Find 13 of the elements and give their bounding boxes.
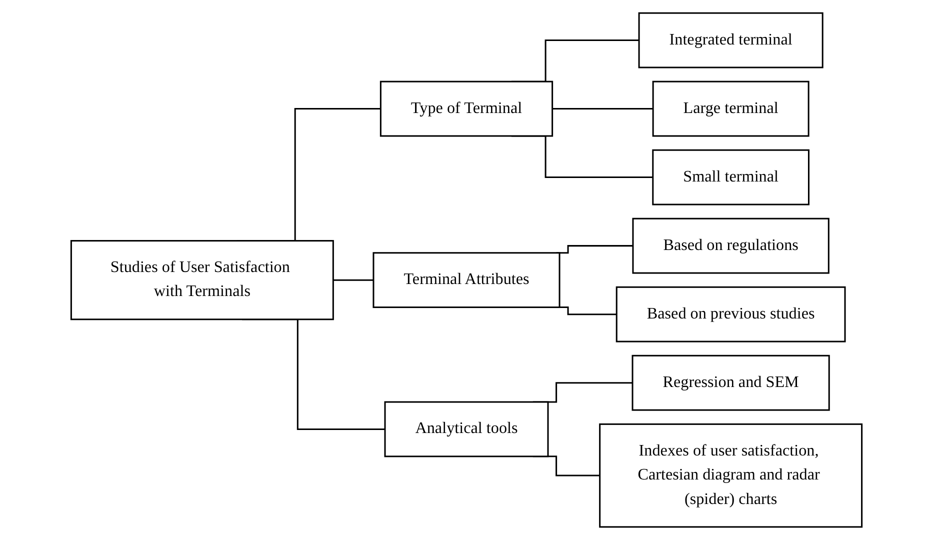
connector (552, 108, 654, 110)
node-box: Studies of User Satisfaction with Terminals (70, 240, 334, 320)
connector (333, 278, 374, 280)
node-box: Regression and SEM (632, 354, 830, 410)
node-box: Integrated terminal (638, 12, 824, 68)
node-box: Type of Terminal (380, 80, 554, 136)
node-box: Terminal Attributes (372, 252, 560, 308)
node-box: Small terminal (652, 148, 810, 205)
node-box: Analytical tools (384, 400, 549, 457)
node-box: Based on regulations (632, 217, 830, 274)
node-box: Indexes of user satisfaction, Cartesian diagram and radar (spider) charts (599, 422, 863, 528)
node-box: Large terminal (652, 80, 810, 136)
node-box: Based on previous studies (616, 286, 846, 342)
